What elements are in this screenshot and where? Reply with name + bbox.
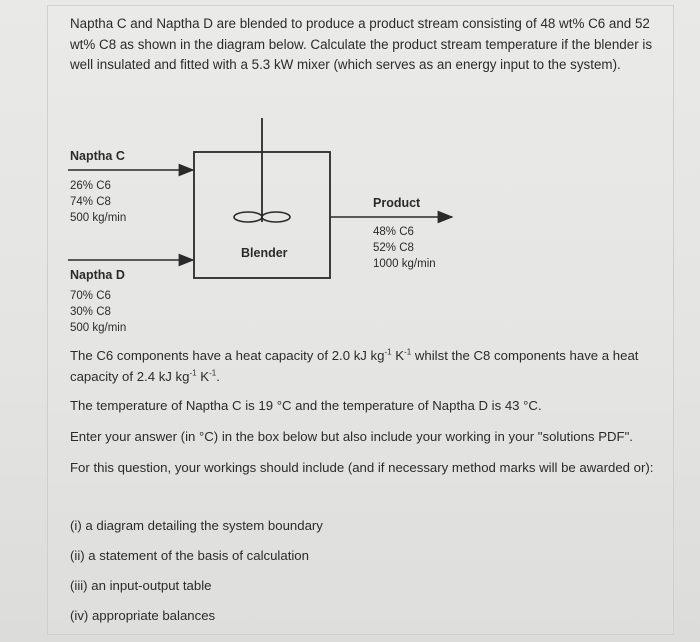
superscript: -1 (404, 347, 412, 357)
temperature-statement: The temperature of Naptha C is 19 °C and… (70, 398, 542, 413)
superscript: -1 (189, 368, 197, 378)
workings-intro: For this question, your workings should … (70, 460, 654, 475)
naptha-d-c8: 30% C8 (70, 306, 111, 318)
naptha-c-flow: 500 kg/min (70, 212, 127, 224)
product-flow: 1000 kg/min (373, 258, 436, 270)
working-item-1: (i) a diagram detailing the system bound… (70, 518, 323, 533)
working-item-4: (iv) appropriate balances (70, 608, 216, 623)
superscript: -1 (209, 368, 217, 378)
answer-instruction: Enter your answer (in °C) in the box bel… (70, 429, 633, 444)
question-card (47, 5, 674, 635)
naptha-c-title: Naptha C (70, 149, 125, 163)
working-item-2: (ii) a statement of the basis of calcula… (70, 548, 309, 563)
naptha-d-title: Naptha D (70, 268, 125, 282)
problem-statement: Naptha C and Naptha D are blended to pro… (70, 16, 653, 72)
naptha-c-c8: 74% C8 (70, 196, 111, 208)
superscript: -1 (384, 347, 392, 357)
heat-capacity-part-5: . (216, 369, 220, 384)
blender-label: Blender (241, 246, 288, 260)
naptha-c-c6: 26% C6 (70, 180, 111, 192)
heat-capacity-part-1: The C6 components have a heat capacity o… (70, 348, 385, 363)
working-item-3: (iii) an input-output table (70, 578, 212, 593)
heat-capacity-part-3: whilst the C8 components have a heat cap… (70, 348, 639, 384)
product-c6: 48% C6 (373, 226, 414, 238)
heat-capacity-part-4: K (196, 369, 210, 384)
heat-capacity-part-2: K (391, 348, 405, 363)
naptha-d-c6: 70% C6 (70, 290, 111, 302)
heat-capacity-text: The C6 components have a heat capacity o… (70, 345, 660, 387)
product-title: Product (373, 196, 421, 210)
naptha-d-flow: 500 kg/min (70, 322, 127, 334)
product-c8: 52% C8 (373, 242, 414, 254)
